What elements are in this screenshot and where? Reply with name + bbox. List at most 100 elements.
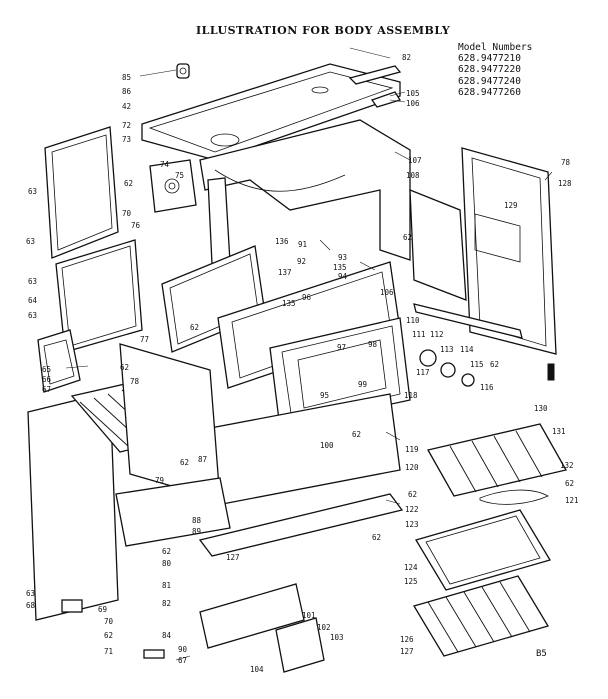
part-label: 94	[338, 272, 348, 281]
part-label: 127	[226, 553, 240, 562]
part-label: 132	[560, 461, 574, 470]
part-label: 70	[104, 617, 114, 626]
part-label: 88	[192, 516, 202, 525]
part-label: 62	[180, 458, 189, 467]
part-label: 123	[405, 520, 419, 529]
part-label: 137	[278, 268, 292, 277]
part-label: 118	[404, 391, 418, 400]
part-label: 91	[298, 240, 307, 249]
part-label: 62	[408, 490, 417, 499]
part-label: 114	[460, 345, 474, 354]
part-label: 62	[403, 233, 412, 242]
door-outer-panel	[199, 393, 401, 507]
part-label: 80	[162, 559, 172, 568]
model-number: 628.9477210	[458, 53, 521, 65]
part-label: 110	[406, 316, 420, 325]
hinge-rail	[413, 303, 523, 339]
part-label: 42	[122, 102, 131, 111]
knob-bracket-85	[176, 63, 190, 79]
part-label: 115	[470, 360, 484, 369]
part-label: 63	[26, 237, 35, 246]
part-label: 127	[400, 647, 414, 656]
part-label: 116	[480, 383, 494, 392]
part-label: 72	[122, 121, 131, 130]
part-label: 124	[404, 563, 418, 572]
part-label: 69	[98, 605, 107, 614]
part-label: 67	[42, 385, 51, 394]
part-label: 93	[338, 253, 347, 262]
bake-element-grid	[427, 423, 567, 497]
part-label: 70	[122, 209, 132, 218]
part-label: 75	[175, 171, 184, 180]
part-label: 119	[405, 445, 419, 454]
part-label: 63	[28, 277, 37, 286]
page-code: B5	[536, 649, 547, 659]
part-label: 68	[26, 601, 36, 610]
drawer-side-panel	[119, 343, 221, 501]
model-numbers-block: Model Numbers 628.9477210 628.9477220 62…	[458, 42, 532, 98]
part-label: 87	[198, 455, 207, 464]
part-label: 62	[124, 179, 133, 188]
part-label: 78	[130, 377, 140, 386]
part-labels: 82 85 86 42 105 106 72 73 107 108 78 128…	[26, 53, 579, 674]
part-label: 106	[380, 288, 394, 297]
part-label: 128	[558, 179, 572, 188]
part-label: 113	[440, 345, 454, 354]
oven-rack-123	[415, 509, 551, 591]
part-label: 131	[552, 427, 566, 436]
control-knobs	[419, 349, 475, 387]
part-label: 65	[42, 365, 51, 374]
part-label: 104	[250, 665, 264, 674]
part-label: 129	[504, 201, 518, 210]
small-bracket-84	[143, 649, 165, 659]
part-label: 130	[534, 404, 548, 413]
left-base-bracket	[37, 329, 81, 393]
part-label: 85	[122, 73, 131, 82]
control-bracket-74	[149, 159, 197, 213]
part-label: 76	[131, 221, 141, 230]
part-label: 82	[402, 53, 411, 62]
part-label: 92	[297, 257, 306, 266]
leader-lines	[65, 47, 553, 661]
part-label: 125	[404, 577, 418, 586]
part-label: 135	[282, 299, 296, 308]
part-label: 101	[302, 611, 316, 620]
part-label: 126	[400, 635, 414, 644]
part-label: 120	[405, 463, 419, 472]
part-label: 62	[162, 547, 171, 556]
part-label: 136	[275, 237, 289, 246]
part-label: 63	[26, 589, 35, 598]
broil-element	[479, 489, 549, 505]
oven-rack-125	[413, 575, 549, 657]
part-label: 62	[190, 323, 199, 332]
part-label: 103	[330, 633, 344, 642]
model-number: 628.9477260	[458, 86, 521, 98]
wiring-box	[275, 617, 325, 673]
part-label: 64	[28, 296, 38, 305]
part-label: 78	[561, 158, 571, 167]
foot-130	[547, 363, 555, 381]
hinge-bracket-68	[61, 599, 83, 613]
left-inner-panel	[55, 239, 143, 353]
part-label: 66	[42, 375, 52, 384]
part-label: 84	[162, 631, 172, 640]
part-label: 111	[412, 330, 426, 339]
kick-plate	[198, 493, 404, 557]
part-label: 90	[178, 645, 188, 654]
oven-body-shell	[199, 119, 411, 265]
part-label: 62	[372, 533, 381, 542]
part-label: 62	[120, 363, 129, 372]
top-panel	[141, 63, 401, 161]
part-label: 79	[155, 476, 164, 485]
part-label: 86	[122, 87, 132, 96]
part-label: 98	[368, 340, 378, 349]
part-label: 112	[430, 330, 444, 339]
part-label: 122	[405, 505, 419, 514]
right-back-panel	[461, 147, 557, 355]
part-label: 102	[317, 623, 331, 632]
part-label: 77	[140, 335, 149, 344]
part-label: 74	[160, 160, 170, 169]
part-label: 73	[122, 135, 131, 144]
